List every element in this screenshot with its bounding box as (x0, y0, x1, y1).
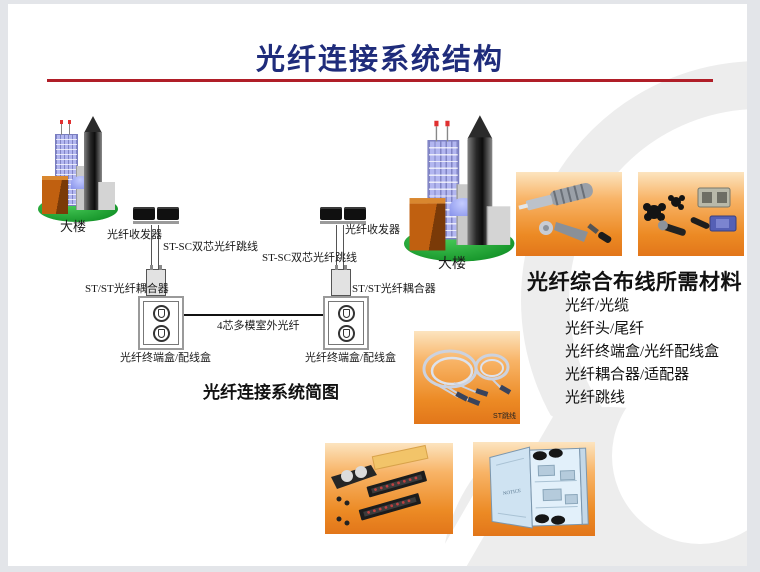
slide-canvas (8, 4, 747, 566)
background-swirl-decoration (429, 61, 747, 566)
